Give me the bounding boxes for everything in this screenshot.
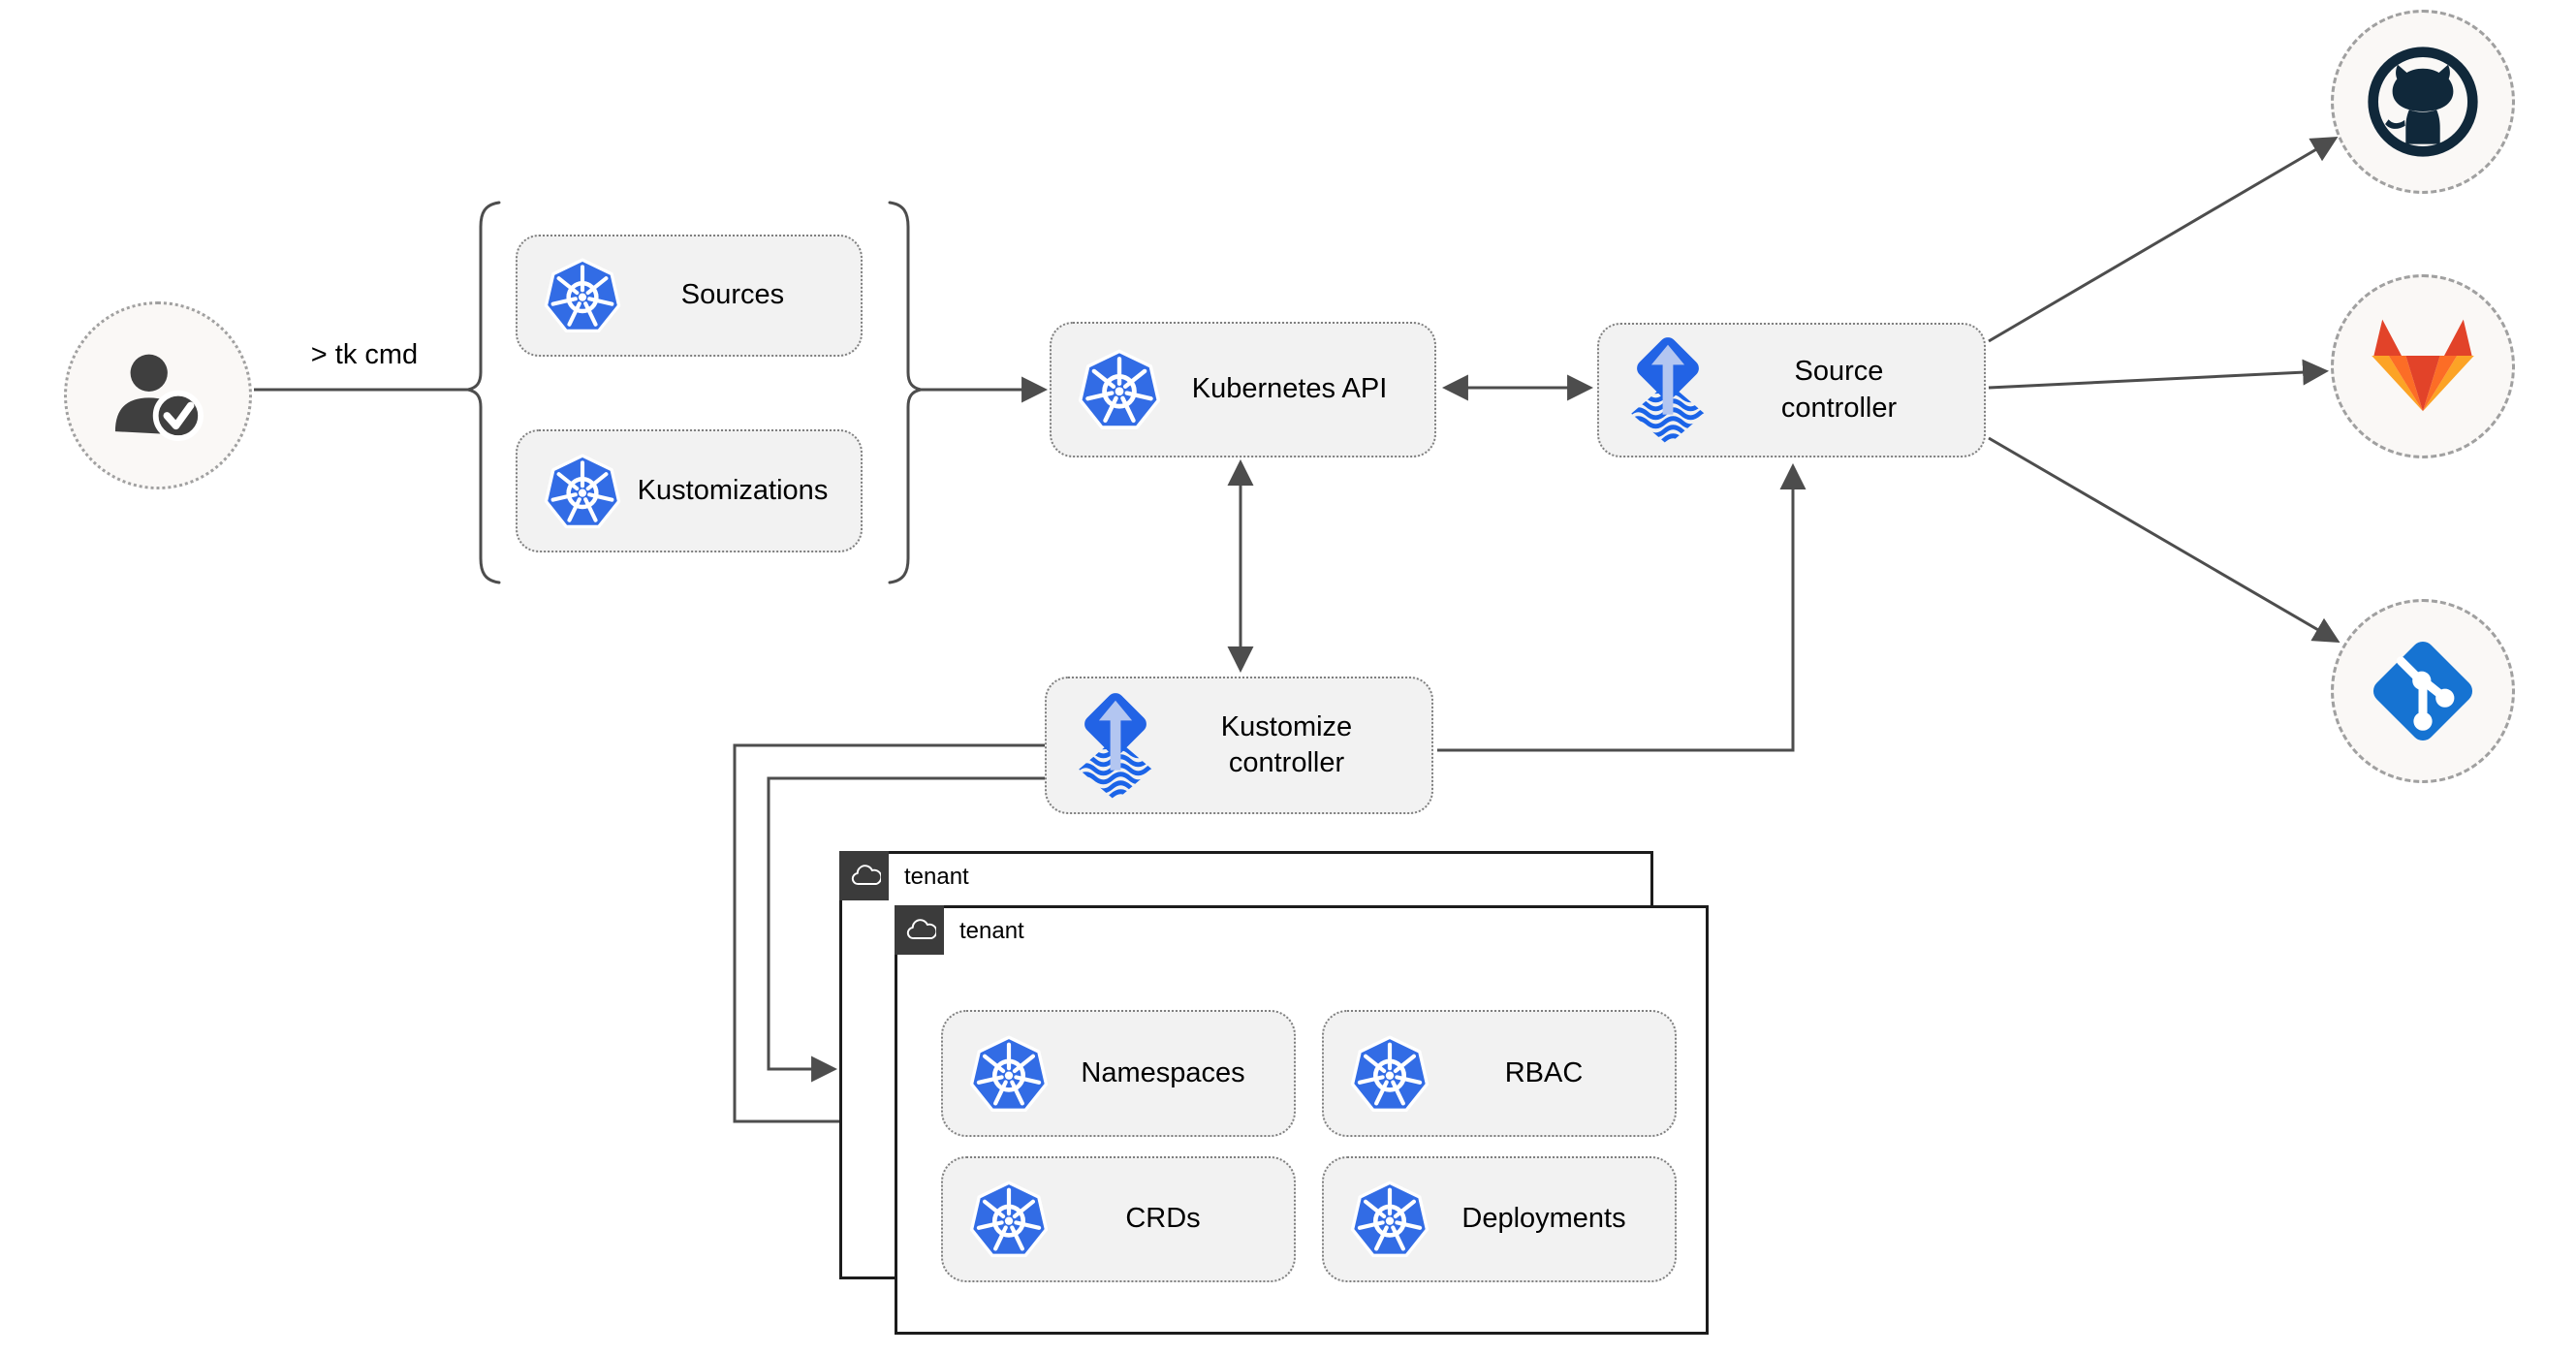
kubernetes-icon (1349, 1179, 1430, 1260)
flux-icon (1624, 333, 1712, 447)
crds-node: CRDs (941, 1156, 1296, 1282)
github-icon (2366, 45, 2480, 159)
source-to-git-arrow (1988, 436, 2340, 644)
tenant-badge (839, 851, 889, 900)
cloud-icon (903, 918, 936, 942)
kubernetes-icon (1349, 1033, 1430, 1115)
github-repo-circle (2331, 10, 2515, 194)
kustomize-controller-node: Kustomize controller (1045, 677, 1433, 814)
kustomize-to-tenant-front-arrow (733, 743, 1045, 1135)
kubernetes-api-label: Kubernetes API (1191, 373, 1388, 405)
source-controller-node: Source controller (1597, 323, 1986, 457)
kubernetes-api-node: Kubernetes API (1050, 322, 1436, 457)
kubernetes-icon (543, 256, 622, 335)
user-check-icon (102, 339, 214, 452)
tenant-window-front: tenant Namespaces RBAC CRDs Deployments (895, 905, 1709, 1335)
kustomize-to-tenant-back-arrow (767, 776, 1045, 1083)
flux-icon (1072, 689, 1159, 803)
deployments-label: Deployments (1461, 1203, 1626, 1235)
source-to-github-arrow (1988, 136, 2339, 343)
source-controller-label: Source controller (1780, 356, 1898, 424)
tenant-label: tenant (904, 864, 969, 890)
group-bracket-right (888, 201, 922, 584)
tenant-badge (895, 905, 944, 955)
gitlab-icon (2359, 313, 2487, 420)
kustomizations-node: Kustomizations (516, 429, 863, 552)
user-avatar (64, 301, 252, 489)
namespaces-node: Namespaces (941, 1010, 1296, 1137)
kubernetes-icon (968, 1033, 1050, 1115)
kustomize-controller-label: Kustomize controller (1220, 710, 1353, 778)
kustomizations-label: Kustomizations (637, 474, 829, 506)
sources-label: Sources (680, 279, 785, 311)
source-to-gitlab-arrow (1988, 359, 2330, 390)
kubernetes-icon (543, 452, 622, 531)
cloud-icon (848, 864, 881, 888)
crds-label: CRDs (1125, 1203, 1201, 1235)
gitlab-repo-circle (2331, 274, 2515, 458)
group-bracket-left (467, 201, 501, 584)
kustomize-to-source-arrow (1437, 462, 1806, 752)
git-icon (2365, 633, 2481, 749)
sources-node: Sources (516, 235, 863, 357)
git-repo-circle (2331, 599, 2515, 783)
rbac-label: RBAC (1504, 1056, 1584, 1088)
tenant-label: tenant (959, 918, 1024, 944)
rbac-node: RBAC (1322, 1010, 1677, 1137)
kubernetes-icon (968, 1179, 1050, 1260)
deployments-node: Deployments (1322, 1156, 1677, 1282)
cli-command-label: > tk cmd (310, 339, 419, 370)
kubernetes-icon (1077, 347, 1162, 432)
namespaces-label: Namespaces (1081, 1056, 1245, 1088)
